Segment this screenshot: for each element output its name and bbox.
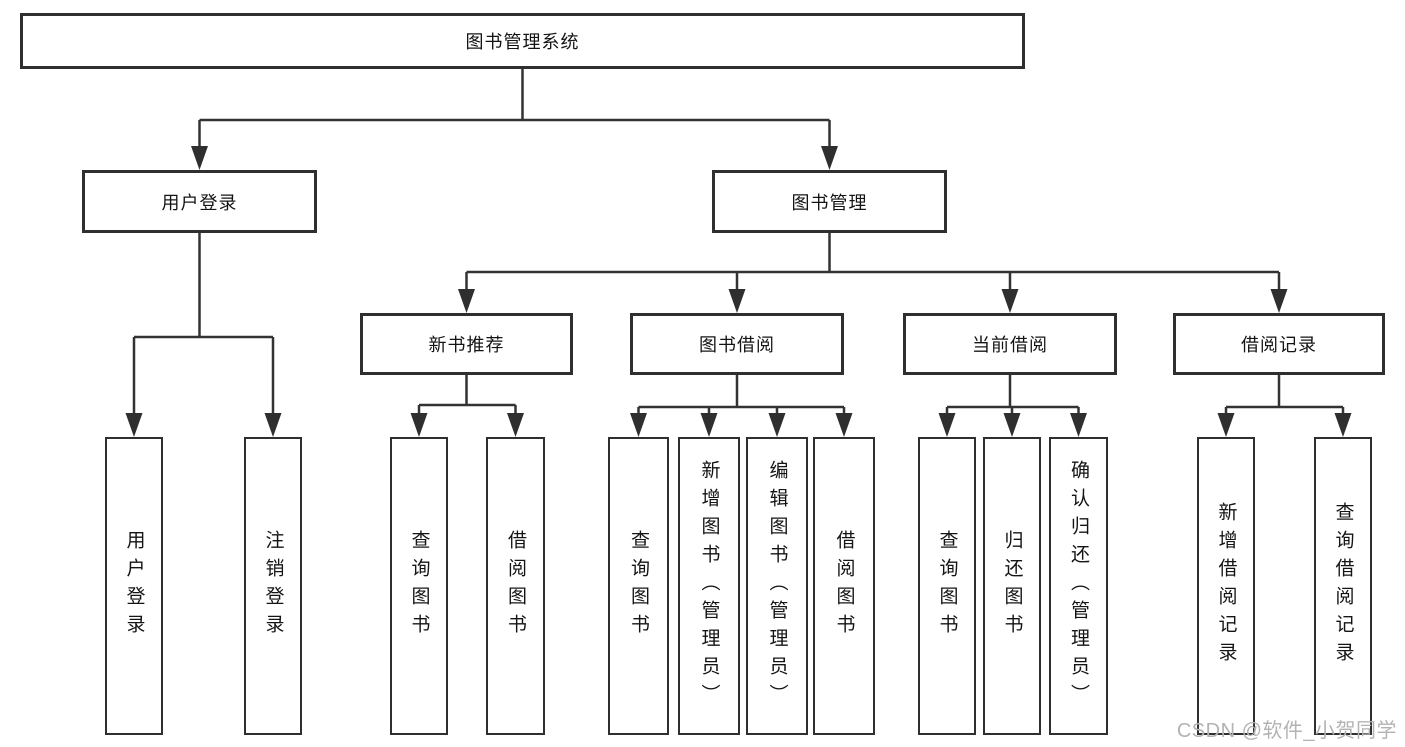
arrowhead (768, 413, 786, 437)
arrowhead (728, 289, 746, 313)
connector-book-borrow-to-leaves (630, 375, 853, 437)
arrowhead (264, 413, 282, 437)
node-borrowing-records: 借阅记录 (1173, 313, 1385, 375)
arrowhead (410, 413, 428, 437)
node-leaf-query-books-current: 查询图书 (918, 437, 976, 735)
node-leaf-query-books-borrowing: 查询图书 (608, 437, 669, 735)
node-leaf-return-books: 归还图书 (983, 437, 1041, 735)
connector-borrow-records-to-leaves (1217, 375, 1352, 437)
arrowhead (125, 413, 143, 437)
arrowhead (1003, 413, 1021, 437)
node-leaf-add-books-admin: 新增图书（管理员） (678, 437, 740, 735)
node-current-borrowing-label: 当前借阅 (972, 335, 1048, 355)
connector-current-borrow-to-leaves (938, 375, 1087, 437)
node-leaf-confirm-return-admin: 确认归还（管理员） (1049, 437, 1108, 735)
node-leaf-edit-books-admin: 编辑图书（管理员） (746, 437, 808, 735)
arrowhead (700, 413, 718, 437)
node-leaf-user-login-label: 用户登录 (123, 530, 145, 642)
arrowhead (1070, 413, 1087, 437)
arrowhead (191, 146, 208, 170)
node-library-management-system: 图书管理系统 (20, 13, 1025, 69)
arrowhead (835, 413, 853, 437)
arrowhead (821, 146, 838, 170)
node-book-management: 图书管理 (712, 170, 947, 233)
arrowhead (1334, 413, 1352, 437)
node-new-book-recommend-label: 新书推荐 (428, 335, 505, 355)
node-borrowing-records-label: 借阅记录 (1241, 335, 1317, 355)
node-user-login: 用户登录 (82, 170, 317, 233)
arrowhead (938, 413, 956, 437)
arrowhead (630, 413, 647, 437)
node-leaf-borrow-books-borrowing: 借阅图书 (813, 437, 875, 735)
connector-book-mgmt-to-level3 (458, 233, 1288, 313)
node-leaf-borrow-books-recommend: 借阅图书 (486, 437, 545, 735)
node-leaf-add-books-admin-label: 新增图书（管理员） (698, 460, 720, 712)
node-leaf-borrow-books-borrowing-label: 借阅图书 (833, 530, 855, 642)
arrowhead (1270, 289, 1288, 313)
node-book-borrowing: 图书借阅 (630, 313, 844, 375)
arrowhead (1001, 289, 1019, 313)
node-new-book-recommend: 新书推荐 (360, 313, 573, 375)
node-leaf-query-books-current-label: 查询图书 (936, 530, 958, 642)
node-library-management-system-label: 图书管理系统 (465, 32, 580, 52)
node-book-borrowing-label: 图书借阅 (699, 335, 775, 355)
node-leaf-query-borrow-record: 查询借阅记录 (1314, 437, 1372, 735)
arrowhead (1217, 413, 1235, 437)
node-book-management-label: 图书管理 (791, 192, 868, 213)
node-leaf-confirm-return-admin-label: 确认归还（管理员） (1068, 460, 1089, 712)
connector-new-books-to-leaves (410, 375, 524, 437)
node-leaf-add-borrow-record: 新增借阅记录 (1197, 437, 1255, 735)
arrowhead (507, 413, 524, 437)
arrowhead (458, 289, 475, 313)
connector-root-to-level2 (191, 69, 838, 170)
node-leaf-query-books-recommend: 查询图书 (390, 437, 448, 735)
csdn-watermark: CSDN @软件_小贺同学 (1176, 720, 1397, 742)
node-leaf-return-books-label: 归还图书 (1001, 530, 1023, 642)
node-user-login-label: 用户登录 (161, 192, 238, 213)
node-leaf-query-books-recommend-label: 查询图书 (408, 530, 430, 642)
node-leaf-query-borrow-record-label: 查询借阅记录 (1332, 502, 1354, 670)
node-leaf-logout-label: 注销登录 (262, 530, 284, 642)
node-leaf-user-login: 用户登录 (105, 437, 163, 735)
node-leaf-edit-books-admin-label: 编辑图书（管理员） (766, 460, 788, 712)
node-leaf-logout: 注销登录 (244, 437, 302, 735)
node-leaf-query-books-borrowing-label: 查询图书 (628, 530, 649, 642)
node-current-borrowing: 当前借阅 (903, 313, 1117, 375)
node-leaf-add-borrow-record-label: 新增借阅记录 (1215, 502, 1237, 670)
connector-user-login-to-leaves (125, 233, 282, 437)
node-leaf-borrow-books-recommend-label: 借阅图书 (505, 530, 526, 642)
